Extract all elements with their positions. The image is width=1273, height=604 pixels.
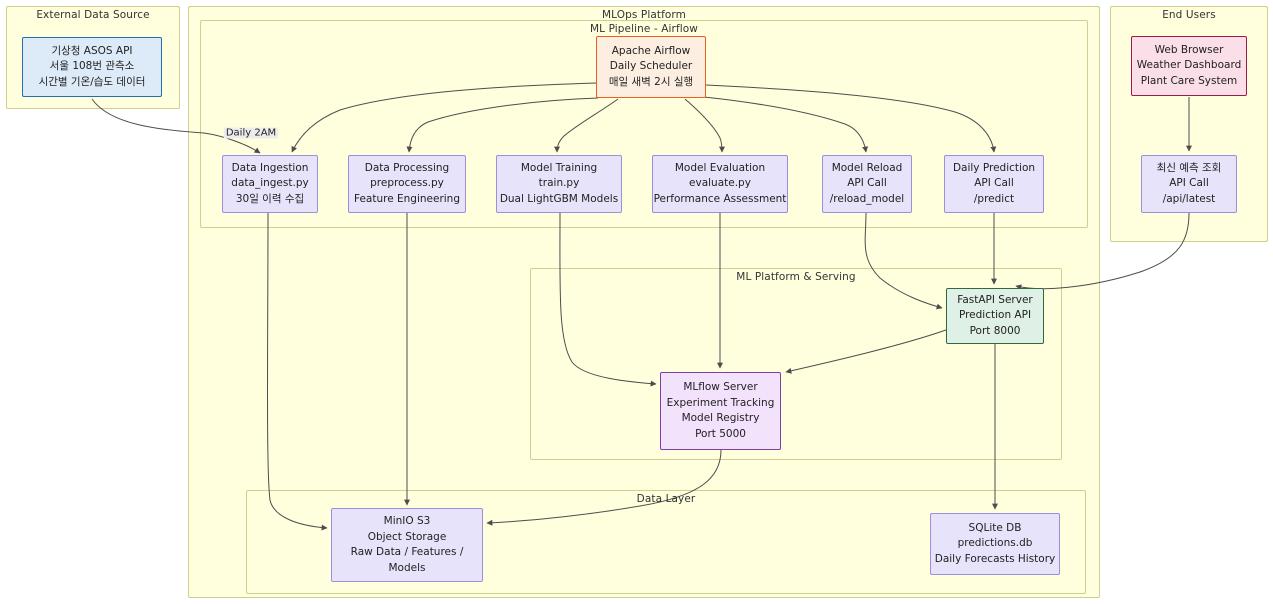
node-train-line-2: Dual LightGBM Models bbox=[499, 192, 619, 205]
node-ingest-line-2: 30일 이력 수집 bbox=[235, 192, 305, 205]
node-browser-line-2: Plant Care System bbox=[1140, 74, 1238, 87]
cluster-label-datalayer: Data Layer bbox=[636, 493, 696, 505]
node-mlflow-line-0: MLflow Server bbox=[683, 381, 758, 393]
node-ingest-line-0: Data Ingestion bbox=[231, 161, 309, 174]
node-evaluate-line-1: evaluate.py bbox=[689, 177, 751, 190]
node-ingest-line-1: data_ingest.py bbox=[231, 177, 309, 190]
node-fastapi-line-2: Port 8000 bbox=[969, 324, 1021, 337]
node-sqlite-line-2: Daily Forecasts History bbox=[934, 552, 1056, 565]
node-latest[interactable]: 최신 예측 조회 API Call/api/latest bbox=[1141, 155, 1237, 213]
node-sqlite-line-0: SQLite DB bbox=[968, 521, 1022, 534]
node-minio-line-3: Models bbox=[388, 561, 426, 574]
node-predict-line-2: /predict bbox=[973, 192, 1015, 205]
node-mlflow-line-3: Port 5000 bbox=[695, 427, 746, 440]
cluster-label-external: External Data Source bbox=[36, 9, 150, 21]
node-browser-line-0: Web Browser bbox=[1154, 43, 1224, 56]
node-mlflow-line-2: Model Registry bbox=[681, 412, 760, 424]
cluster-label-serving: ML Platform & Serving bbox=[736, 271, 856, 283]
node-predict-line-0: Daily Prediction bbox=[952, 161, 1036, 174]
node-evaluate-line-0: Model Evaluation bbox=[674, 161, 766, 174]
cluster-label-mlops: MLOps Platform bbox=[602, 9, 686, 21]
node-train-line-0: Model Training bbox=[520, 161, 598, 174]
node-minio-line-2: Raw Data / Features / bbox=[350, 546, 464, 558]
node-airflow-line-0: Apache Airflow bbox=[611, 44, 691, 57]
node-process-line-1: preprocess.py bbox=[370, 177, 444, 190]
node-airflow-line-2: 매일 새벽 2시 실행 bbox=[608, 75, 694, 88]
node-minio-line-1: Object Storage bbox=[367, 530, 447, 543]
node-latest-line-1: API Call bbox=[1169, 177, 1209, 190]
node-latest-line-0: 최신 예측 조회 bbox=[1156, 161, 1222, 174]
node-browser-line-1: Weather Dashboard bbox=[1136, 59, 1242, 72]
node-fastapi-line-0: FastAPI Server bbox=[957, 293, 1033, 306]
node-reload-line-2: /reload_model bbox=[829, 192, 905, 205]
node-reload-line-0: Model Reload bbox=[831, 161, 903, 174]
node-mlflow-line-1: Experiment Tracking bbox=[666, 396, 775, 409]
node-asos-line-1: 서울 108번 관측소 bbox=[49, 60, 135, 73]
node-latest-line-2: /api/latest bbox=[1162, 192, 1216, 205]
node-predict-line-1: API Call bbox=[974, 177, 1014, 190]
node-asos-line-2: 시간별 기온/습도 데이터 bbox=[38, 75, 146, 88]
node-train-line-1: train.py bbox=[538, 177, 580, 190]
node-evaluate-line-2: Performance Assessment bbox=[653, 192, 787, 205]
node-process-line-2: Feature Engineering bbox=[353, 192, 460, 205]
node-airflow-line-1: Daily Scheduler bbox=[609, 60, 693, 73]
node-reload-line-1: API Call bbox=[847, 177, 887, 190]
cluster-label-pipeline: ML Pipeline - Airflow bbox=[590, 23, 698, 35]
node-process-line-0: Data Processing bbox=[364, 161, 450, 174]
node-asos-line-0: 기상청 ASOS API bbox=[51, 44, 133, 57]
node-fastapi-line-1: Prediction API bbox=[958, 309, 1032, 322]
node-minio-line-0: MinIO S3 bbox=[383, 515, 431, 527]
edge-label-daily2am: Daily 2AM bbox=[223, 127, 279, 139]
cluster-label-endusers: End Users bbox=[1162, 9, 1216, 21]
node-ingest[interactable]: Data Ingestion data_ingest.py 30일 이력 수집 bbox=[222, 155, 318, 213]
node-sqlite-line-1: predictions.db bbox=[957, 537, 1033, 550]
